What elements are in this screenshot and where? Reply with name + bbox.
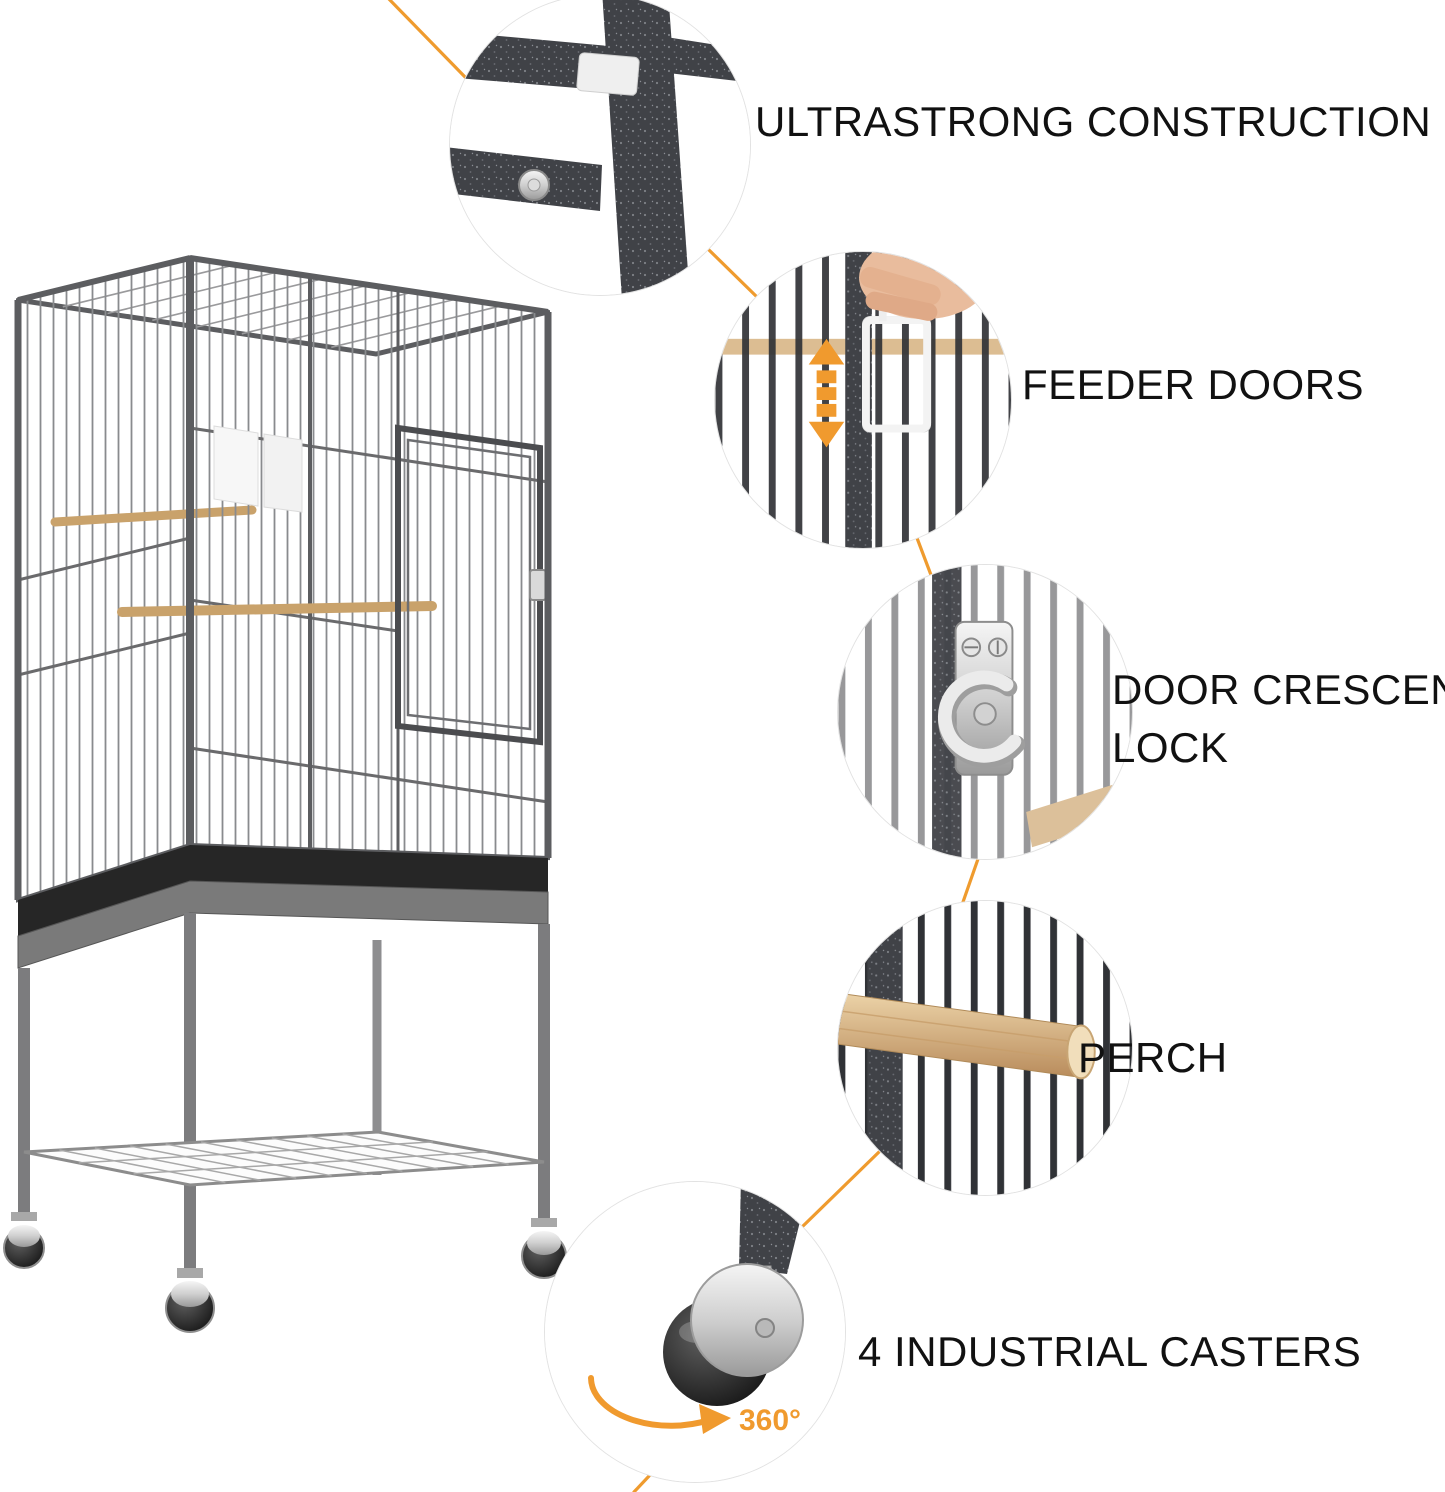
connector-line	[800, 1149, 882, 1229]
cage-seed-tray	[18, 845, 548, 936]
callout-circle-door-lock	[838, 565, 1132, 859]
caster-detail-photo: 360°	[545, 1182, 845, 1482]
crescent-lock	[938, 620, 1026, 776]
bolt-icon	[755, 1318, 775, 1338]
connector-line	[706, 247, 759, 299]
wood-perch	[1026, 778, 1132, 848]
bird-cage-photo	[3, 255, 567, 1333]
cage-door	[395, 424, 547, 746]
cage-frame-posts	[14, 255, 552, 900]
wood-perch	[838, 992, 1096, 1080]
connector-line	[632, 1473, 652, 1492]
feeder-door-detail-photo	[715, 252, 1011, 548]
construction-detail-photo	[450, 0, 750, 295]
callout-circle-casters: 360°	[545, 1182, 845, 1482]
rotation-label: 360°	[739, 1404, 801, 1437]
caster-wheel	[3, 1212, 45, 1269]
cuttle-bone	[263, 433, 303, 513]
stand-shelf	[23, 1130, 545, 1187]
callout-circle-perch	[838, 901, 1132, 1195]
feature-label-door-lock: DOOR CRESCENT LOCK	[1112, 666, 1445, 771]
feature-label-perch: PERCH	[1078, 1034, 1228, 1081]
caster-wheel	[165, 1268, 215, 1333]
feature-label-casters: 4 INDUSTRIAL CASTERS	[858, 1328, 1362, 1375]
connector-line	[961, 857, 980, 904]
connector-line	[387, 0, 468, 80]
wood-perch-front	[117, 601, 437, 617]
door-lock-detail-photo	[838, 565, 1132, 859]
callout-circle-feeder-doors	[715, 252, 1011, 548]
connector-line	[915, 536, 933, 577]
caster-wheel	[663, 1263, 804, 1406]
caster-wheels	[3, 1212, 567, 1333]
feature-label-feeder-doors: FEEDER DOORS	[1022, 361, 1365, 408]
corner-connector	[576, 52, 640, 96]
feature-label-construction: ULTRASTRONG CONSTRUCTION	[755, 98, 1432, 145]
slide-up-down-arrow-icon	[808, 338, 845, 448]
cuttle-bone	[213, 425, 259, 507]
caster-wheel	[521, 1218, 567, 1279]
rotation-arrow-icon	[588, 1375, 731, 1434]
callout-circle-construction	[450, 0, 750, 295]
